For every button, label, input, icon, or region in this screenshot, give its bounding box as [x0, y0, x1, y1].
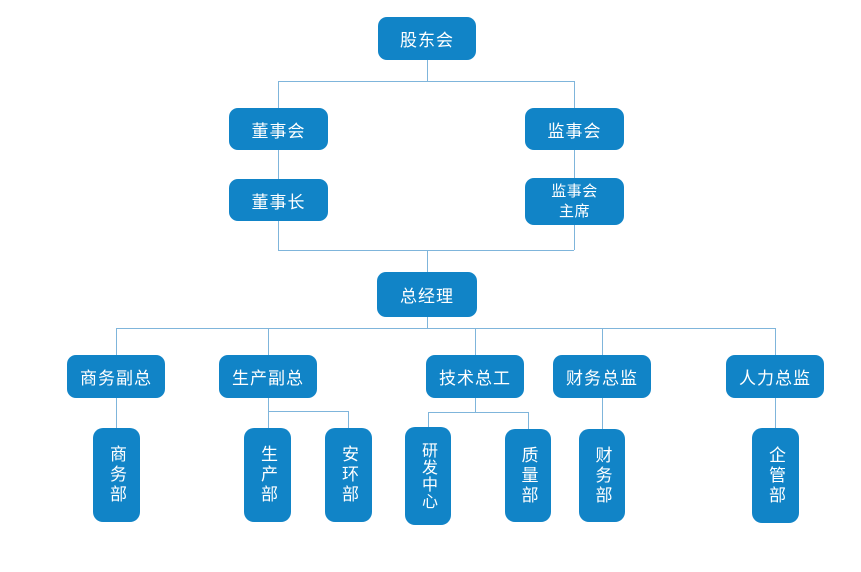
connector-line — [528, 412, 529, 429]
node-dept-enterprise-mgmt: 企管部 — [752, 428, 799, 523]
connector-line — [775, 328, 776, 355]
connector-line — [427, 250, 428, 272]
connector-line — [116, 328, 775, 329]
connector-line — [475, 398, 476, 412]
node-dept-finance: 财务部 — [579, 429, 625, 522]
node-supervisory-chairman: 监事会 主席 — [525, 178, 624, 225]
connector-line — [116, 398, 117, 428]
node-general-manager: 总经理 — [377, 272, 477, 317]
connector-line — [475, 328, 476, 355]
connector-line — [602, 328, 603, 355]
connector-line — [116, 328, 117, 355]
connector-line — [428, 412, 429, 427]
connector-line — [428, 412, 528, 413]
connector-line — [278, 150, 279, 179]
node-dept-quality: 质量部 — [505, 429, 551, 522]
connector-line — [268, 411, 269, 428]
connector-line — [278, 81, 574, 82]
node-dept-safety-env: 安环部 — [325, 428, 372, 522]
connector-line — [427, 317, 428, 328]
node-vp-business: 商务副总 — [67, 355, 165, 398]
connector-line — [268, 398, 269, 411]
node-board-of-directors: 董事会 — [229, 108, 328, 150]
connector-line — [574, 150, 575, 178]
connector-line — [278, 81, 279, 108]
node-dept-production: 生产部 — [244, 428, 291, 522]
node-finance-director: 财务总监 — [553, 355, 651, 398]
node-chief-engineer: 技术总工 — [426, 355, 524, 398]
connector-line — [427, 60, 428, 81]
connector-line — [268, 328, 269, 355]
connector-line — [268, 411, 348, 412]
connector-line — [348, 411, 349, 428]
node-chairman: 董事长 — [229, 179, 328, 221]
connector-line — [775, 398, 776, 428]
node-shareholders: 股东会 — [378, 17, 476, 60]
node-vp-production: 生产副总 — [219, 355, 317, 398]
connector-line — [602, 398, 603, 429]
connector-line — [278, 250, 574, 251]
connector-line — [574, 225, 575, 250]
node-rd-center: 研发中心 — [405, 427, 451, 525]
connector-line — [278, 221, 279, 250]
connector-line — [574, 81, 575, 108]
node-supervisory-board: 监事会 — [525, 108, 624, 150]
node-hr-director: 人力总监 — [726, 355, 824, 398]
node-dept-business: 商务部 — [93, 428, 140, 522]
